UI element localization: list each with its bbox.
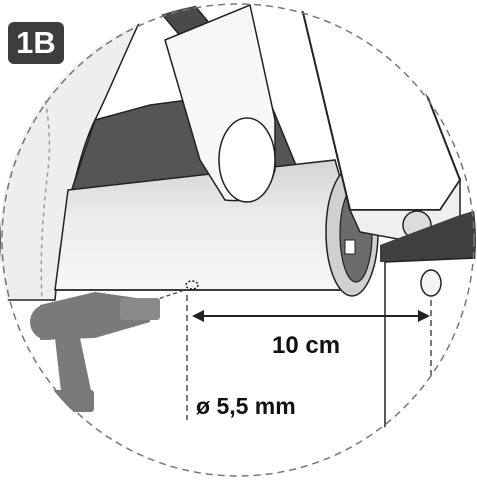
drill-hole-marker: [185, 280, 199, 290]
step-badge: 1B: [8, 22, 64, 64]
dimension-arrow-right: [418, 310, 430, 322]
bracket-shadow: [380, 210, 476, 262]
magnifier-circle: [1, 3, 475, 477]
dimension-arrow-left: [192, 310, 204, 322]
distance-label: 10 cm: [272, 332, 341, 359]
existing-hole: [420, 269, 442, 297]
hole-diameter-label: ø 5,5 mm: [196, 393, 296, 419]
